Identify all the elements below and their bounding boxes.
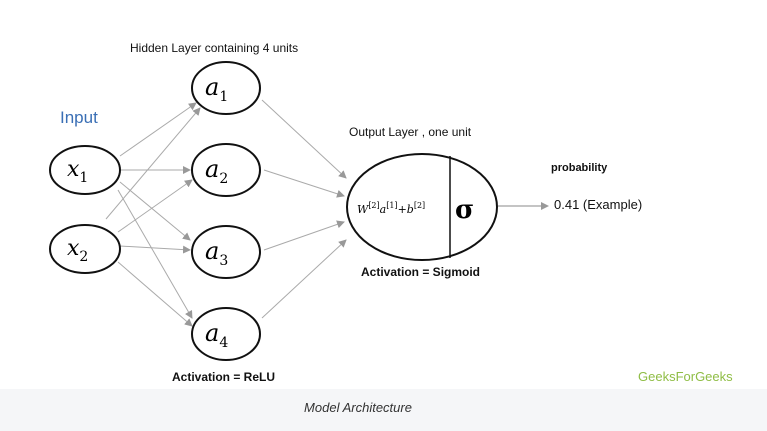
edge-a3-out	[263, 220, 345, 251]
input-node-x1: x1	[49, 145, 121, 195]
input-node-x1-symbol: x1	[67, 157, 88, 186]
input-layer-label: Input	[60, 108, 98, 127]
hidden-node-a4: a4	[191, 307, 261, 361]
output-layer-title: Output Layer , one unit	[349, 125, 472, 139]
hidden-node-a1: a1	[191, 61, 261, 115]
input-node-x2: x2	[49, 224, 121, 274]
input-hidden-connections	[105, 102, 201, 327]
hidden-layer-title: Hidden Layer containing 4 units	[130, 41, 299, 55]
edge-a1-out	[261, 99, 347, 179]
edge-a2-out	[263, 169, 345, 198]
hidden-node-a2-symbol: a2	[205, 155, 228, 187]
probability-title: probability	[551, 162, 608, 174]
input-node-x2-symbol: x2	[67, 236, 88, 265]
watermark-text: GeeksForGeeks	[638, 369, 733, 384]
edge-a4-out	[261, 239, 347, 319]
hidden-node-a3-symbol: a3	[205, 237, 228, 269]
edge-x2-a2	[117, 179, 193, 233]
hidden-node-a1-symbol: a1	[205, 73, 228, 105]
caption-band	[0, 389, 767, 431]
sigmoid-activation-label: Activation = Sigmoid	[361, 265, 481, 279]
hidden-node-a2: a2	[191, 143, 261, 197]
figure-caption: Model Architecture	[304, 400, 412, 415]
edge-x2-a4	[117, 261, 193, 327]
output-formula: W[2]a[1]+b[2]	[357, 201, 425, 216]
relu-activation-label: Activation = ReLU	[172, 370, 276, 384]
hidden-output-connections	[261, 99, 347, 319]
probability-value: 0.41 (Example)	[554, 197, 643, 212]
edge-x1-a3	[119, 181, 191, 241]
edge-x2-a1	[105, 107, 201, 220]
edge-x1-a4	[117, 189, 193, 319]
edge-x1-a1	[119, 102, 197, 157]
sigma-symbol: σ	[455, 195, 474, 225]
edge-x2-a3	[119, 245, 191, 254]
hidden-node-a3: a3	[191, 225, 261, 279]
hidden-node-a4-symbol: a4	[205, 319, 228, 351]
output-node: W[2]a[1]+b[2] σ	[346, 153, 498, 261]
